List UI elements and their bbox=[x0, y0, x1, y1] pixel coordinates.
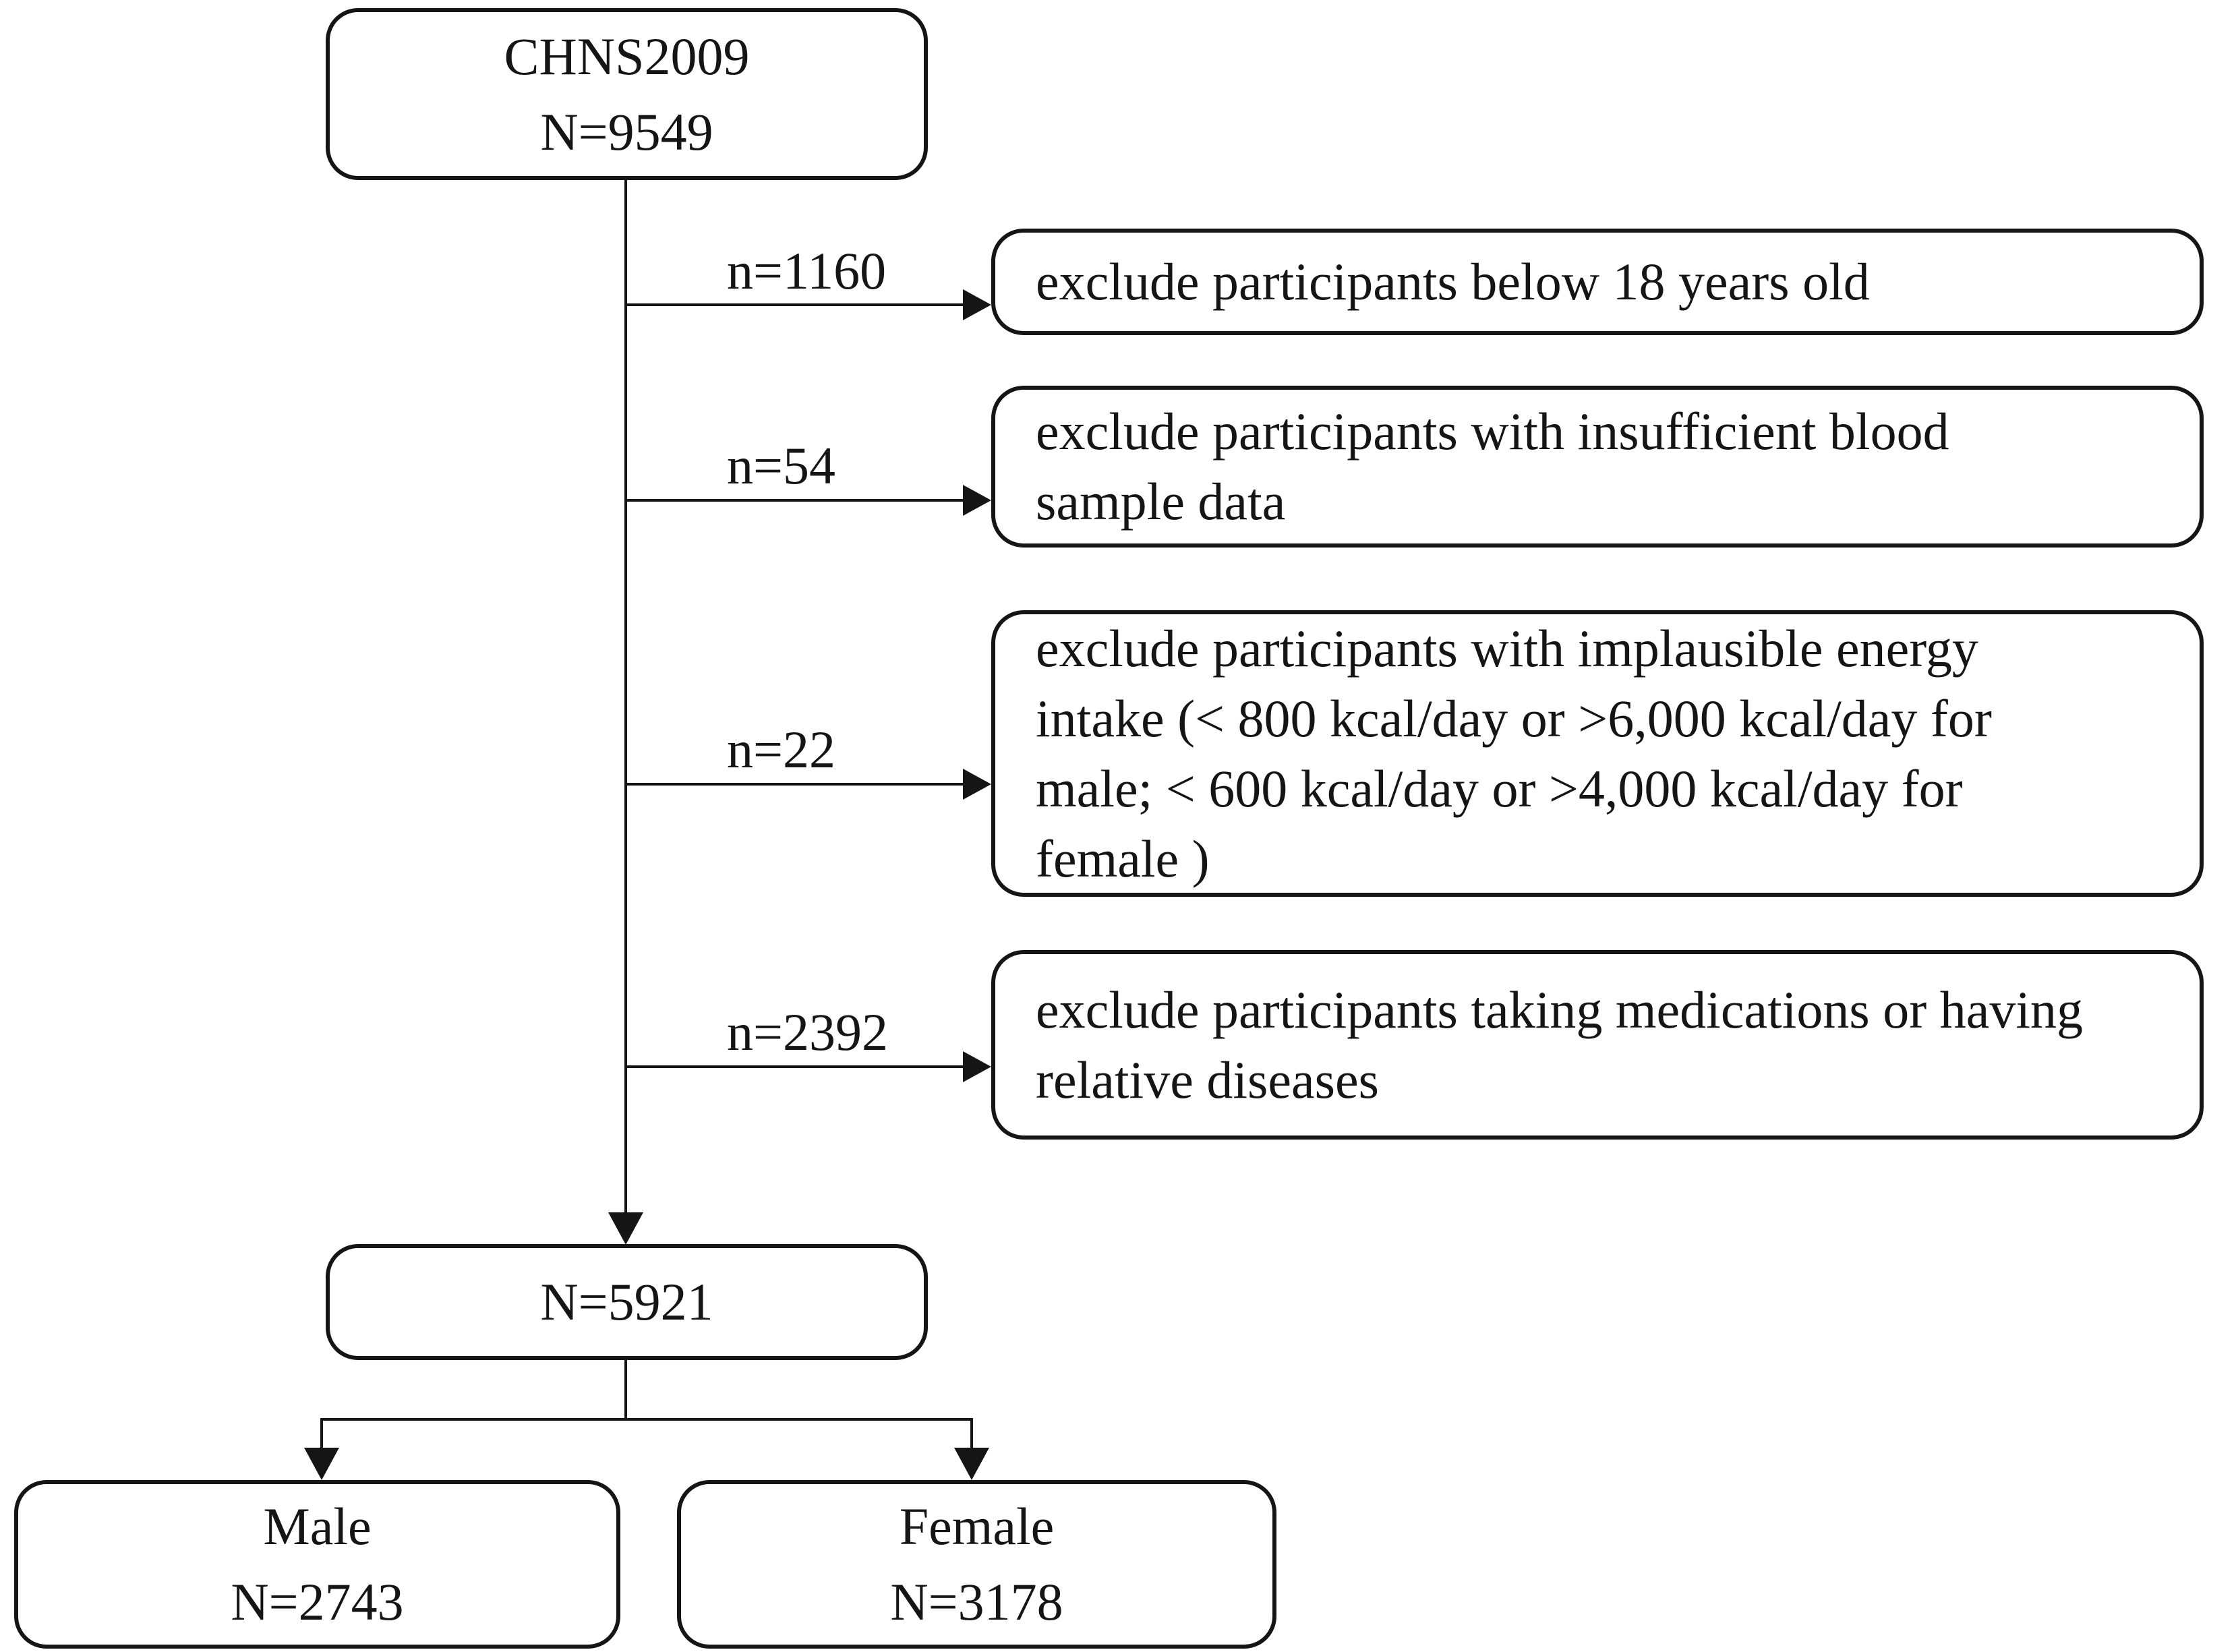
spine-connector-line bbox=[624, 179, 627, 1215]
arrow-right-icon bbox=[963, 289, 991, 320]
arrow-right-icon bbox=[963, 485, 991, 516]
exclusion-4-count-label: n=2392 bbox=[727, 1003, 888, 1061]
exclusion-3-connector-line bbox=[626, 783, 964, 786]
exclusion-3-count-label: n=22 bbox=[727, 720, 835, 779]
exclusion-1-box: exclude participants below 18 years old bbox=[991, 229, 2204, 335]
arrow-right-icon bbox=[963, 1051, 991, 1082]
male-drop-line bbox=[320, 1419, 323, 1449]
arrow-down-icon bbox=[954, 1448, 989, 1480]
arrow-down-icon bbox=[304, 1448, 339, 1480]
female-drop-line bbox=[970, 1419, 973, 1449]
included-sample-label: N=5921 bbox=[540, 1272, 713, 1331]
female-group-label: Female N=3178 bbox=[890, 1497, 1063, 1631]
exclusion-1-count-label: n=1160 bbox=[727, 241, 887, 300]
arrow-down-icon bbox=[608, 1212, 643, 1245]
exclusion-4-connector-line bbox=[626, 1065, 964, 1068]
exclusion-2-connector-line bbox=[626, 499, 964, 502]
exclusion-1-connector-line bbox=[626, 303, 964, 306]
included-sample-box: N=5921 bbox=[326, 1244, 928, 1360]
exclusion-2-count-label: n=54 bbox=[727, 436, 835, 495]
exclusion-2-box: exclude participants with insufficient b… bbox=[991, 386, 2204, 548]
split-crossbar-line bbox=[320, 1418, 973, 1421]
exclusion-4-box: exclude participants taking medications … bbox=[991, 950, 2204, 1140]
arrow-right-icon bbox=[963, 769, 991, 800]
cohort-source-box: CHNS2009 N=9549 bbox=[326, 8, 928, 180]
exclusion-1-text: exclude participants below 18 years old bbox=[1036, 252, 1870, 311]
exclusion-3-box: exclude participants with implausible en… bbox=[991, 610, 2204, 897]
male-group-box: Male N=2743 bbox=[14, 1480, 620, 1649]
exclusion-3-text: exclude participants with implausible en… bbox=[1036, 618, 1992, 888]
male-group-label: Male N=2743 bbox=[231, 1497, 404, 1631]
exclusion-2-text: exclude participants with insufficient b… bbox=[1036, 402, 1949, 531]
cohort-source-label: CHNS2009 N=9549 bbox=[504, 26, 750, 161]
split-stem-line bbox=[624, 1359, 627, 1421]
exclusion-4-text: exclude participants taking medications … bbox=[1036, 980, 2084, 1109]
female-group-box: Female N=3178 bbox=[677, 1480, 1276, 1649]
